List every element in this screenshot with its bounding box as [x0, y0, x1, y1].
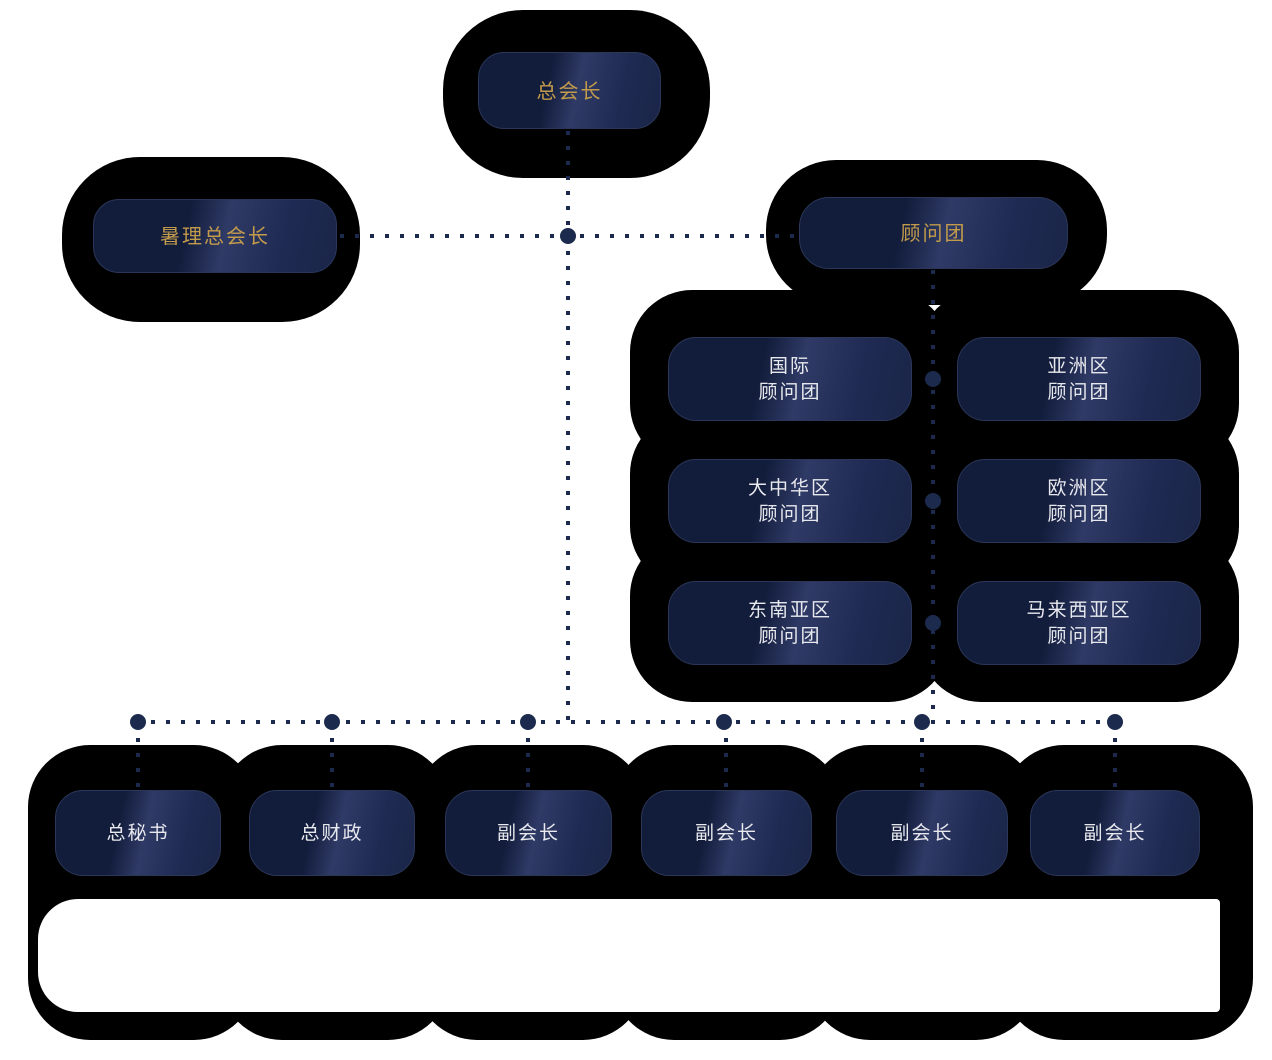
junction-dot [716, 714, 732, 730]
connector-officer-stub [330, 723, 334, 789]
junction-dot [925, 615, 941, 631]
advisory-group-label-line2: 顾问团 [1047, 503, 1111, 525]
node-president: 总会长 [478, 52, 661, 129]
junction-dot [914, 714, 930, 730]
advisory-group-label-line1: 东南亚区 [747, 599, 832, 621]
junction-dot [324, 714, 340, 730]
advisory-group-label-line2: 顾问团 [1047, 625, 1111, 647]
officer-label: 副会长 [496, 822, 560, 844]
node-vice-president-2: 副会长 [641, 790, 812, 876]
connector-officer-stub [1113, 723, 1117, 789]
advisory-group-label-line2: 顾问团 [758, 381, 822, 403]
node-acting-president-label: 暑理总会长 [160, 224, 270, 248]
connector-bottom-horizontal [136, 720, 1122, 724]
node-advisory-southeast-asia: 东南亚区 顾问团 [668, 581, 912, 665]
junction-dot [520, 714, 536, 730]
junction-dot [560, 228, 576, 244]
connector-officer-stub [920, 723, 924, 789]
node-vice-president-4: 副会长 [1030, 790, 1200, 876]
node-advisory-malaysia: 马来西亚区 顾问团 [957, 581, 1201, 665]
officer-label: 副会长 [1083, 822, 1147, 844]
node-treasurer-general: 总财政 [249, 790, 415, 876]
node-vice-president-3: 副会长 [836, 790, 1008, 876]
junction-dot [1107, 714, 1123, 730]
advisory-group-label-line1: 大中华区 [747, 477, 832, 499]
node-advisory-board-label: 顾问团 [900, 221, 967, 245]
node-president-label: 总会长 [536, 78, 603, 103]
advisory-group-label-line2: 顾问团 [1047, 381, 1111, 403]
officer-label: 总秘书 [106, 822, 170, 844]
advisory-group-label-line2: 顾问团 [758, 625, 822, 647]
node-secretary-general: 总秘书 [55, 790, 221, 876]
officer-label: 副会长 [890, 822, 954, 844]
node-advisory-asia: 亚洲区 顾问团 [957, 337, 1201, 421]
officer-label: 副会长 [694, 822, 758, 844]
footer-panel [38, 899, 1220, 1012]
node-advisory-greater-china: 大中华区 顾问团 [668, 459, 912, 543]
junction-dot [130, 714, 146, 730]
junction-dot [925, 371, 941, 387]
node-vice-president-1: 副会长 [445, 790, 612, 876]
officer-label: 总财政 [300, 822, 364, 844]
connector-officer-stub [724, 723, 728, 789]
junction-dot [925, 493, 941, 509]
advisory-group-label-line1: 马来西亚区 [1026, 599, 1132, 621]
advisory-group-label-line1: 国际 [768, 355, 811, 377]
node-advisory-board: 顾问团 [799, 197, 1068, 269]
advisory-group-label-line2: 顾问团 [758, 503, 822, 525]
node-advisory-international: 国际 顾问团 [668, 337, 912, 421]
node-advisory-europe: 欧洲区 顾问团 [957, 459, 1201, 543]
connector-president-vertical [566, 131, 570, 723]
advisory-group-label-line1: 亚洲区 [1047, 355, 1111, 377]
connector-officer-stub [526, 723, 530, 789]
advisory-group-label-line1: 欧洲区 [1047, 477, 1111, 499]
connector-officer-stub [136, 723, 140, 789]
node-acting-president: 暑理总会长 [93, 199, 337, 273]
